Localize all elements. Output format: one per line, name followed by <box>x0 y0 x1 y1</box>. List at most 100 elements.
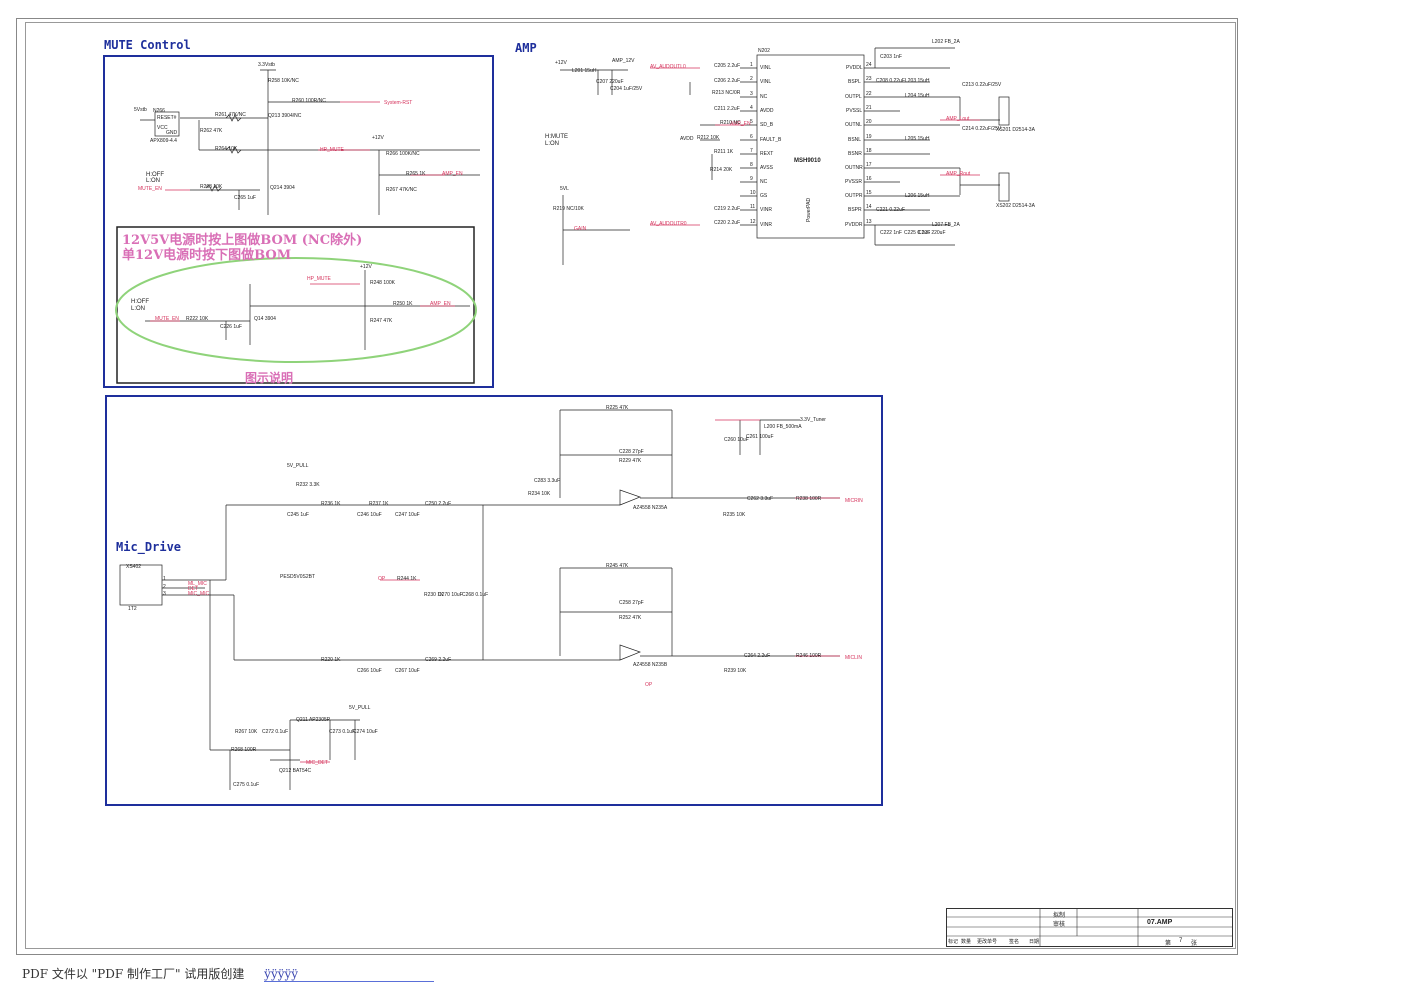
mic-part-30: C267 10uF <box>395 668 420 674</box>
xs201-connector <box>998 96 1010 126</box>
amp-left-num-2: 2 <box>750 76 753 82</box>
mute-part-1: R260 100R/NC <box>292 98 326 104</box>
amp-part-23: C221 0.22uF <box>876 207 905 213</box>
example-hoff-label: H:OFF <box>131 299 149 305</box>
mic-part-2: R236 1K <box>321 501 341 507</box>
amp-left-num-5: 5 <box>750 119 753 125</box>
mute-part-3: R261 47K/NC <box>215 112 246 118</box>
amp-left-pin-7: REXT <box>760 151 774 157</box>
example-part-1: C226 1uF <box>220 324 242 330</box>
bom-note-line1: 12V5V电源时按上图做BOM (NC除外) <box>122 233 363 248</box>
mute-lon-label: L:ON <box>146 178 161 184</box>
amp-lon-label: L:ON <box>545 141 560 147</box>
mic-jack-pin-2: 2 <box>163 584 166 590</box>
amp-right-num-8: 17 <box>866 162 872 168</box>
amp-part-4: C206 2.2uF <box>714 78 741 84</box>
pdf-footer: PDF 文件以 "PDF 制作工厂" 试用版创建 ÿÿÿÿÿ <box>22 965 435 982</box>
amp-left-pin-10: GS <box>760 193 768 199</box>
mic-part-1: C245 1uF <box>287 512 309 518</box>
mute-rail-5: 5Vstb <box>134 107 147 113</box>
mute-part-4: R262 47K <box>200 128 223 134</box>
amp-part-7: R210 NC <box>720 120 741 126</box>
amp-right-num-4: 21 <box>866 105 872 111</box>
amp-right-pin-2: BSPL <box>848 79 861 85</box>
amp-right-pin-6: BSNL <box>848 137 862 143</box>
mic-net-micrin: MICRIN <box>845 498 863 504</box>
example-part-3: R248 100K <box>370 280 396 286</box>
mic-part-6: C250 2.2uF <box>425 501 452 507</box>
amp-part-26: C226 220uF <box>918 230 946 236</box>
mute-rail-33: 3.3Vstb <box>258 62 275 68</box>
amp-part-2: C204 1uF/25V <box>610 86 643 92</box>
amp-right-pin-5: OUTNL <box>845 122 862 128</box>
mic-part-35: C274 10uF <box>353 729 378 735</box>
amp-left-num-12: 12 <box>750 219 756 225</box>
mute-part-2: Q213 3904/NC <box>268 113 302 119</box>
bom-note-caption: 图示说明 <box>245 371 294 385</box>
amp-part-13: C220 2.2uF <box>714 220 741 226</box>
title-block: 拟制 审核 07.AMP 第 7 张 标记 数量 更改单号 签名 日期 <box>946 908 1233 947</box>
amp-part-17: L203 15uH <box>905 78 930 84</box>
sheet-suffix: 张 <box>1191 941 1198 947</box>
mute-part-11: R267 47K/NC <box>386 187 417 193</box>
mic-opamp-2: AZ4558 N235B <box>633 662 668 668</box>
example-part-5: R247 47K <box>370 318 393 324</box>
pdf-footer-link[interactable]: ÿÿÿÿÿ <box>264 967 435 982</box>
mic-part-25: R239 10K <box>724 668 747 674</box>
mic-net-det-out: MIC_DET <box>306 760 328 766</box>
title-row-review: 审核 <box>1053 922 1066 928</box>
mic-net-op: OP <box>378 576 386 582</box>
amp-section-title: AMP <box>515 41 537 55</box>
mic-net-miclin: MICLIN <box>845 655 862 661</box>
mic-part-16: C260 10uF <box>724 437 749 443</box>
amp-conn2: XS202 D2514-3A <box>996 203 1035 209</box>
mic-part-5: C247 10uF <box>395 512 420 518</box>
example-part-4: R250 1K <box>393 301 413 307</box>
amp-part-1: C207 220uF <box>596 79 624 85</box>
example-mute-en-net: MUTE_EN <box>155 316 179 322</box>
msh9010-chip <box>756 54 865 239</box>
amp-part-0: L201 15uH <box>572 68 597 74</box>
amp-right-pin-3: OUTPL <box>845 94 862 100</box>
amp-net-audr: AV_AUDOUTR0 <box>650 221 687 227</box>
mic-part-33: C272 0.1uF <box>262 729 289 735</box>
mute-part-9: R266 100K/NC <box>386 151 420 157</box>
mic-part-9: R229 47K <box>619 458 642 464</box>
amp-part-22: L206 15uH <box>905 193 930 199</box>
amp-rail-12: +12V <box>555 60 567 66</box>
amp-part-24: C222 1nF <box>880 230 902 236</box>
example-part-0: R222 10K <box>186 316 209 322</box>
amp-right-num-1: 24 <box>866 62 872 68</box>
amp-right-num-2: 23 <box>866 76 872 82</box>
amp-part-20: C214 0.22uF/25V <box>962 126 1002 132</box>
bom-note-line2: 单12V电源时按下图做BOM <box>122 248 292 263</box>
n266-pin-3: GND <box>166 130 178 136</box>
example-rail-12: +12V <box>360 264 372 270</box>
amp-right-num-12: 13 <box>866 219 872 225</box>
amp-right-num-10: 15 <box>866 190 872 196</box>
mic-net-5vpull-2: 5V_PULL <box>349 705 371 711</box>
example-hpmute-net: HP_MUTE <box>307 276 331 282</box>
title-row-draft: 拟制 <box>1053 913 1066 919</box>
mic-part-3: R237 1K <box>369 501 389 507</box>
mic-part-13: C262 3.3uF <box>747 496 774 502</box>
mic-part-32: R267 10K <box>235 729 258 735</box>
example-lon-label: L:ON <box>131 306 146 312</box>
tb-header-qty: 数量 <box>961 939 972 945</box>
tb-header-mark: 标记 <box>948 939 959 945</box>
amp-ic-ref: N202 <box>758 48 770 54</box>
mute-hoff-label: H:OFF <box>146 172 164 178</box>
amp-conn1: XS201 D2514-3A <box>996 127 1035 133</box>
amp-left-pin-1: VINL <box>760 65 772 71</box>
mic-part-4: C246 10uF <box>357 512 382 518</box>
n266-pin-1: RESET# <box>157 115 177 121</box>
amp-part-5: R213 NC/0R <box>712 90 741 96</box>
mute-hpmute-net: HP_MUTE <box>320 147 344 153</box>
amp-part-9: R211 1K <box>714 149 734 155</box>
amp-net-gain: GAIN <box>574 226 587 232</box>
mic-net-5vpull: 5V_PULL <box>287 463 309 469</box>
amp-hmute-label: H:MUTE <box>545 134 568 140</box>
amp-rail-amp: AMP_12V <box>612 58 635 64</box>
amp-left-pin-11: VINR <box>760 207 772 213</box>
